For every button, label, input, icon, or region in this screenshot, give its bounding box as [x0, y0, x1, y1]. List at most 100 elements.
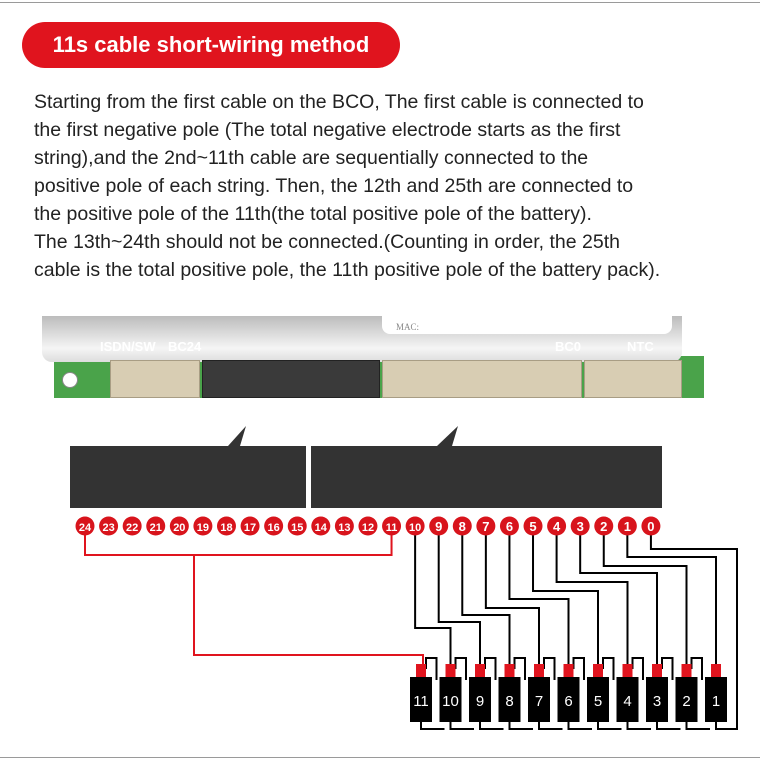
battery-cell	[498, 677, 521, 722]
pin-label: 14	[315, 522, 328, 534]
pin-circle	[99, 516, 119, 536]
cell-label: 10	[442, 693, 459, 710]
series-link-bottom	[626, 722, 651, 730]
wire-6	[508, 535, 570, 664]
description-line: positive pole of each string. Then, the …	[34, 175, 634, 197]
pin-label: 10	[409, 522, 421, 534]
pin-circle	[382, 516, 402, 536]
cell-label: 9	[476, 693, 484, 710]
pin-circle	[641, 516, 661, 536]
description-line: The 13th~24th should not be connected.(C…	[34, 231, 620, 253]
pin-label: 19	[197, 522, 209, 534]
series-link-bottom	[597, 722, 622, 730]
pin-label: 23	[102, 522, 114, 534]
pin-label: 0	[647, 519, 654, 534]
pin-label: 9	[435, 519, 442, 534]
series-link-bottom	[508, 722, 533, 730]
pin-circle	[193, 516, 213, 536]
series-link-top	[425, 657, 438, 680]
series-link-bottom	[567, 722, 592, 730]
pin-circle	[594, 516, 614, 536]
pin-circle	[547, 516, 567, 536]
wire-3	[579, 535, 658, 664]
description-line: the positive pole of the 11th(the total …	[34, 203, 592, 225]
cell-label: 3	[653, 693, 661, 710]
pin-label: 17	[244, 522, 256, 534]
callout-box-left	[70, 446, 306, 508]
battery-cell	[557, 677, 580, 722]
description-line: Starting from the first cable on the BCO…	[34, 91, 644, 113]
pin-circle	[452, 516, 472, 536]
positive-main-wire	[193, 555, 424, 664]
battery-cell	[528, 677, 550, 722]
pin-circle	[476, 516, 496, 536]
pin-label: 22	[126, 522, 138, 534]
pin-label: 5	[529, 519, 536, 534]
battery-cell	[587, 677, 609, 722]
label-bc24: BC24	[168, 339, 202, 354]
pin-label: 15	[291, 522, 303, 534]
pin-circle	[617, 516, 637, 536]
pin-circle	[264, 516, 284, 536]
cell-terminal	[445, 664, 456, 677]
cell-terminal	[622, 664, 633, 677]
series-link-bottom	[538, 722, 563, 730]
pin-circle	[405, 516, 425, 536]
battery-cell	[646, 677, 668, 722]
pin-circle	[334, 516, 354, 536]
series-link-top	[454, 657, 467, 680]
cell-terminal	[711, 664, 721, 677]
pin-label: 3	[577, 519, 584, 534]
pin-circle	[240, 516, 260, 536]
label-bc0: BC0	[555, 339, 582, 354]
pin-circle	[570, 516, 590, 536]
pin-label: 6	[506, 519, 513, 534]
series-link-bottom	[420, 722, 445, 730]
series-link-top	[513, 657, 526, 680]
connector-ntc	[584, 360, 682, 398]
pin-label: 1	[624, 519, 631, 534]
battery-cell	[410, 677, 432, 722]
connector-bc0	[382, 360, 582, 398]
mount-hole	[62, 372, 78, 388]
bms-board-photo: MAC: ISDN/SW BC24 BC0 NTC	[42, 316, 704, 398]
mac-sticker: MAC:	[382, 316, 672, 334]
pin-label: 20	[173, 522, 185, 534]
cell-terminal	[593, 664, 603, 677]
pin-circle	[75, 516, 95, 536]
callout-box-right	[311, 446, 662, 508]
callout-pointer	[437, 426, 458, 446]
cell-label: 1	[712, 693, 720, 710]
series-link-top	[602, 657, 615, 680]
series-link-bottom	[685, 722, 710, 730]
pin-label: 18	[220, 522, 232, 534]
series-link-bottom	[656, 722, 681, 730]
cell-label: 8	[505, 693, 513, 710]
battery-cell	[616, 677, 639, 722]
pin-label: 13	[338, 522, 350, 534]
pin-circle	[146, 516, 166, 536]
pin-label: 12	[362, 522, 374, 534]
wire-4	[555, 535, 629, 664]
battery-cell	[705, 677, 727, 722]
description-line: the first negative pole (The total negat…	[34, 119, 621, 141]
label-ntc: NTC	[627, 339, 654, 354]
pin-circle	[122, 516, 142, 536]
wire-9	[437, 535, 481, 664]
cell-terminal	[416, 664, 426, 677]
wire-7	[484, 535, 540, 664]
pin-label: 21	[150, 522, 162, 534]
series-link-bottom	[479, 722, 504, 730]
pin-label: 11	[386, 522, 398, 534]
cell-label: 7	[535, 693, 543, 710]
series-link-top	[690, 657, 703, 680]
pin-circle	[287, 516, 307, 536]
wire-10	[414, 535, 452, 664]
series-link-bottom	[449, 722, 474, 730]
series-link-top	[484, 657, 497, 680]
pin-circle	[523, 516, 543, 536]
mac-label: MAC:	[396, 322, 420, 332]
callout-pointer	[228, 426, 246, 446]
pin-circle	[169, 516, 189, 536]
